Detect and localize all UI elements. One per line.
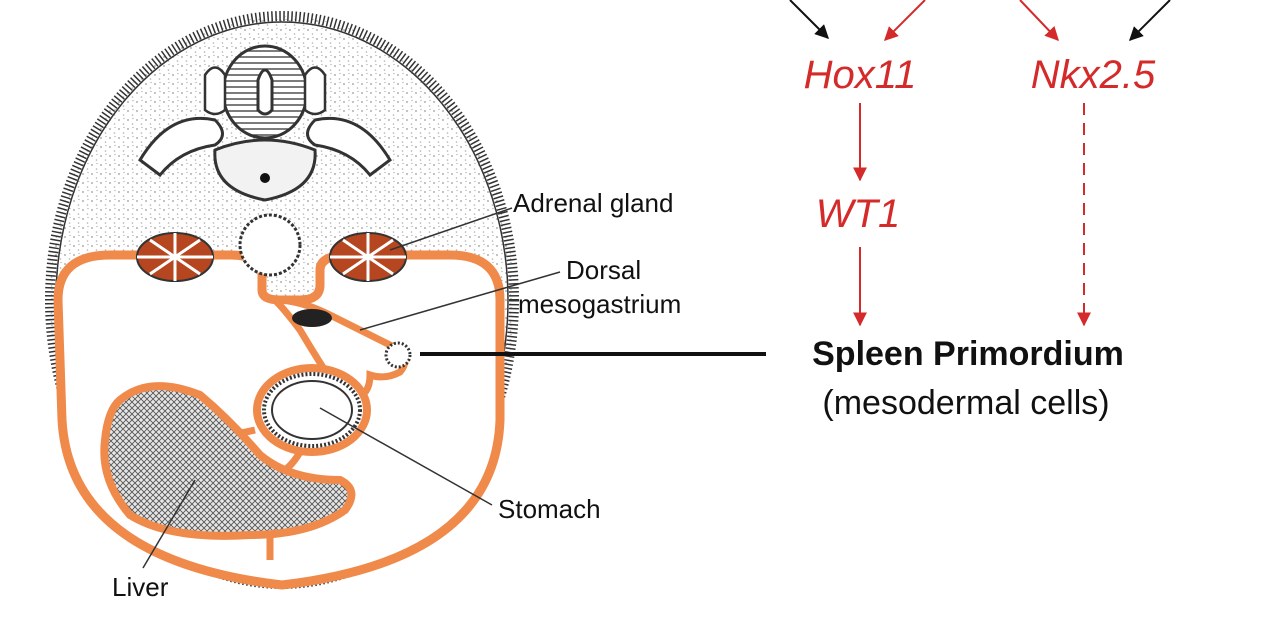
neural-tube (221, 44, 309, 140)
spleen-primordium-title: Spleen Primordium (812, 335, 1124, 373)
pancreas-bud (292, 309, 332, 327)
liver (100, 382, 356, 540)
upstream-arrow-1 (789, 0, 829, 39)
adrenal-gland-label: Adrenal gland (513, 188, 673, 218)
liver-label: Liver (112, 572, 169, 602)
spleen-primordium-subtitle: (mesodermal cells) (822, 384, 1109, 422)
liver-leader-line (142, 479, 196, 569)
mesogastrium-label: mesogastrium (518, 289, 681, 319)
dorsal-mesogastrium-leader-line (359, 271, 561, 331)
adrenal-gland-right (329, 232, 407, 282)
upstream-arrow-3 (1019, 0, 1059, 42)
notochord (260, 173, 270, 183)
stomach-leader-line (319, 407, 493, 506)
gene-wt1: WT1 (816, 192, 900, 236)
gene-nkx25: Nkx2.5 (1031, 53, 1156, 97)
stomach-label: Stomach (498, 494, 601, 524)
adrenal-gland-left (136, 232, 214, 282)
gene-pathway: Hox11 Nkx2.5 WT1 Spleen Primordium (meso… (789, 0, 1171, 422)
stomach (253, 364, 371, 456)
anatomy-labels: Adrenal gland Dorsal mesogastrium Stomac… (112, 188, 681, 602)
vertebra (138, 66, 392, 202)
gene-hox11: Hox11 (804, 53, 917, 97)
upstream-arrow-2 (884, 0, 926, 41)
adrenal-leader-line (389, 207, 513, 251)
spleen-primordium-cells (384, 341, 412, 369)
aorta (238, 213, 302, 277)
upstream-arrow-4 (1129, 0, 1171, 41)
embryo-cross-section (45, 11, 519, 590)
dorsal-label: Dorsal (566, 255, 641, 285)
